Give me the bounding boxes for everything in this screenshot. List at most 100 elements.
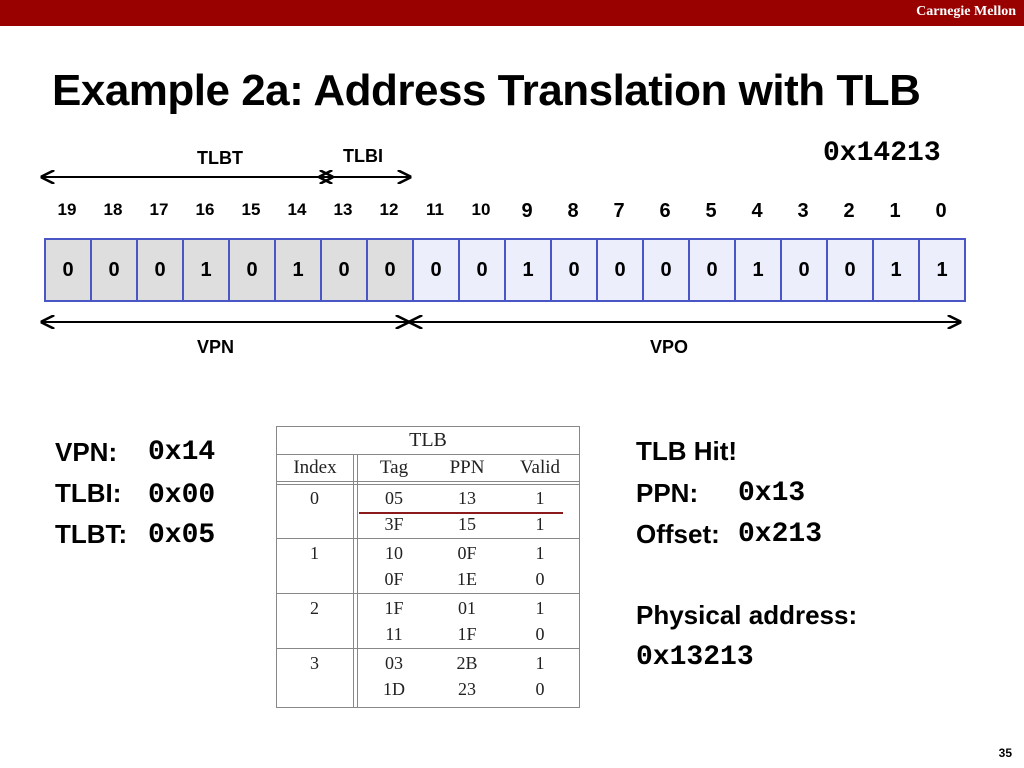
offset-value: 0x213: [738, 519, 823, 550]
bit-number: 19: [57, 200, 77, 219]
vpn-info-value: 0x14: [148, 437, 216, 468]
bit-number: 12: [379, 200, 399, 219]
tlb-header-valid: Valid: [519, 457, 561, 478]
tlb-valid-cell: 1: [535, 514, 545, 534]
tlbt-info-value: 0x05: [148, 520, 216, 551]
tlb-valid-cell: 0: [535, 624, 545, 644]
bit-cell: 1: [506, 240, 552, 300]
tlb-header-tag: Tag: [379, 457, 409, 478]
tlb-valid-cell: 0: [535, 569, 545, 589]
tlb-tag-cell: 10: [385, 543, 403, 563]
bit-cell: 0: [460, 240, 506, 300]
ppn-label: PPN:: [636, 478, 699, 508]
bit-cell: 1: [736, 240, 782, 300]
tlbt-label: TLBT: [197, 148, 243, 168]
bit-number: 4: [751, 200, 763, 222]
bit-cell: 1: [920, 240, 964, 300]
tlb-tag-cell: 05: [385, 488, 403, 508]
bit-number: 14: [287, 200, 307, 219]
tlb-tag-cell: 3F: [384, 514, 404, 534]
tlb-ppn-cell: 0F: [457, 543, 477, 563]
bit-number: 16: [195, 200, 215, 219]
bit-cell: 0: [92, 240, 138, 300]
offset-label: Offset:: [636, 519, 720, 549]
ppn-value: 0x13: [738, 478, 806, 509]
bit-cell: 1: [874, 240, 920, 300]
tlb-header-index: Index: [293, 457, 337, 478]
page-number: 35: [998, 746, 1012, 760]
tlb-set-index: 1: [310, 543, 319, 563]
bit-cell: 0: [368, 240, 414, 300]
bit-cell: 0: [690, 240, 736, 300]
tlbi-label: TLBI: [343, 146, 383, 166]
vpn-label: VPN: [197, 337, 235, 357]
physical-address-value: 0x13213: [636, 642, 754, 673]
tlb-tag-cell: 1F: [384, 598, 404, 618]
bit-cell: 0: [828, 240, 874, 300]
tlbt-info-label: TLBT:: [55, 519, 128, 549]
tlb-tag-cell: 03: [385, 653, 403, 673]
header-bar: Carnegie Mellon: [0, 0, 1024, 26]
bit-number: 2: [843, 200, 855, 222]
bit-cell: 0: [414, 240, 460, 300]
bit-number: 0: [935, 200, 947, 222]
tlb-ppn-cell: 1F: [457, 624, 477, 644]
tlb-ppn-cell: 13: [458, 488, 476, 508]
slide-title: Example 2a: Address Translation with TLB: [52, 66, 921, 115]
tlb-valid-cell: 1: [535, 488, 545, 508]
tlb-tag-cell: 1D: [383, 679, 405, 699]
bit-cell: 0: [230, 240, 276, 300]
bit-number: 3: [797, 200, 809, 222]
physical-address-label: Physical address:: [636, 600, 858, 630]
bit-cell: 0: [552, 240, 598, 300]
tlb-hit-text: TLB Hit!: [636, 436, 738, 466]
bit-number: 18: [103, 200, 123, 219]
bit-number: 17: [149, 200, 169, 219]
vpo-label: VPO: [650, 337, 689, 357]
bit-number: 5: [705, 200, 717, 222]
bit-cell: 0: [138, 240, 184, 300]
tlb-valid-cell: 1: [535, 598, 545, 618]
tlb-tag-cell: 11: [385, 624, 403, 644]
bit-number: 8: [567, 200, 579, 222]
brand-name: Carnegie Mellon: [916, 4, 1016, 19]
bit-cell: 0: [46, 240, 92, 300]
tlb-ppn-cell: 2B: [456, 653, 478, 673]
vpn-info-label: VPN:: [55, 437, 118, 467]
bit-number: 7: [613, 200, 625, 222]
tlbi-info-label: TLBI:: [55, 478, 122, 508]
tlbi-info-value: 0x00: [148, 480, 216, 511]
tlb-header-ppn: PPN: [449, 457, 485, 478]
tlb-hit-underline: [359, 512, 563, 514]
tlb-set-index: 2: [310, 598, 319, 618]
tlb-set-index: 0: [310, 488, 319, 508]
tlb-valid-cell: 1: [535, 653, 545, 673]
bit-number: 11: [426, 200, 444, 219]
virtual-address: 0x14213: [823, 138, 941, 169]
bit-number: 6: [659, 200, 671, 222]
tlb-valid-cell: 0: [535, 679, 545, 699]
bit-cell: 0: [782, 240, 828, 300]
tlb-table-title: TLB: [277, 427, 579, 455]
bit-number: 10: [471, 200, 491, 219]
bit-cell: 1: [276, 240, 322, 300]
tlb-valid-cell: 1: [535, 543, 545, 563]
bit-number: 15: [241, 200, 261, 219]
bit-cell: 0: [598, 240, 644, 300]
tlb-ppn-cell: 23: [458, 679, 476, 699]
tlb-set-index: 3: [310, 653, 319, 673]
bit-cell: 0: [644, 240, 690, 300]
tlb-tag-cell: 0F: [384, 569, 404, 589]
bit-number: 1: [889, 200, 901, 222]
bit-cell: 1: [184, 240, 230, 300]
tlb-ppn-cell: 1E: [457, 569, 477, 589]
bit-number: 13: [333, 200, 353, 219]
bit-number: 9: [521, 200, 533, 222]
tlb-ppn-cell: 15: [458, 514, 476, 534]
tlb-ppn-cell: 01: [458, 598, 476, 618]
bit-cell: 0: [322, 240, 368, 300]
